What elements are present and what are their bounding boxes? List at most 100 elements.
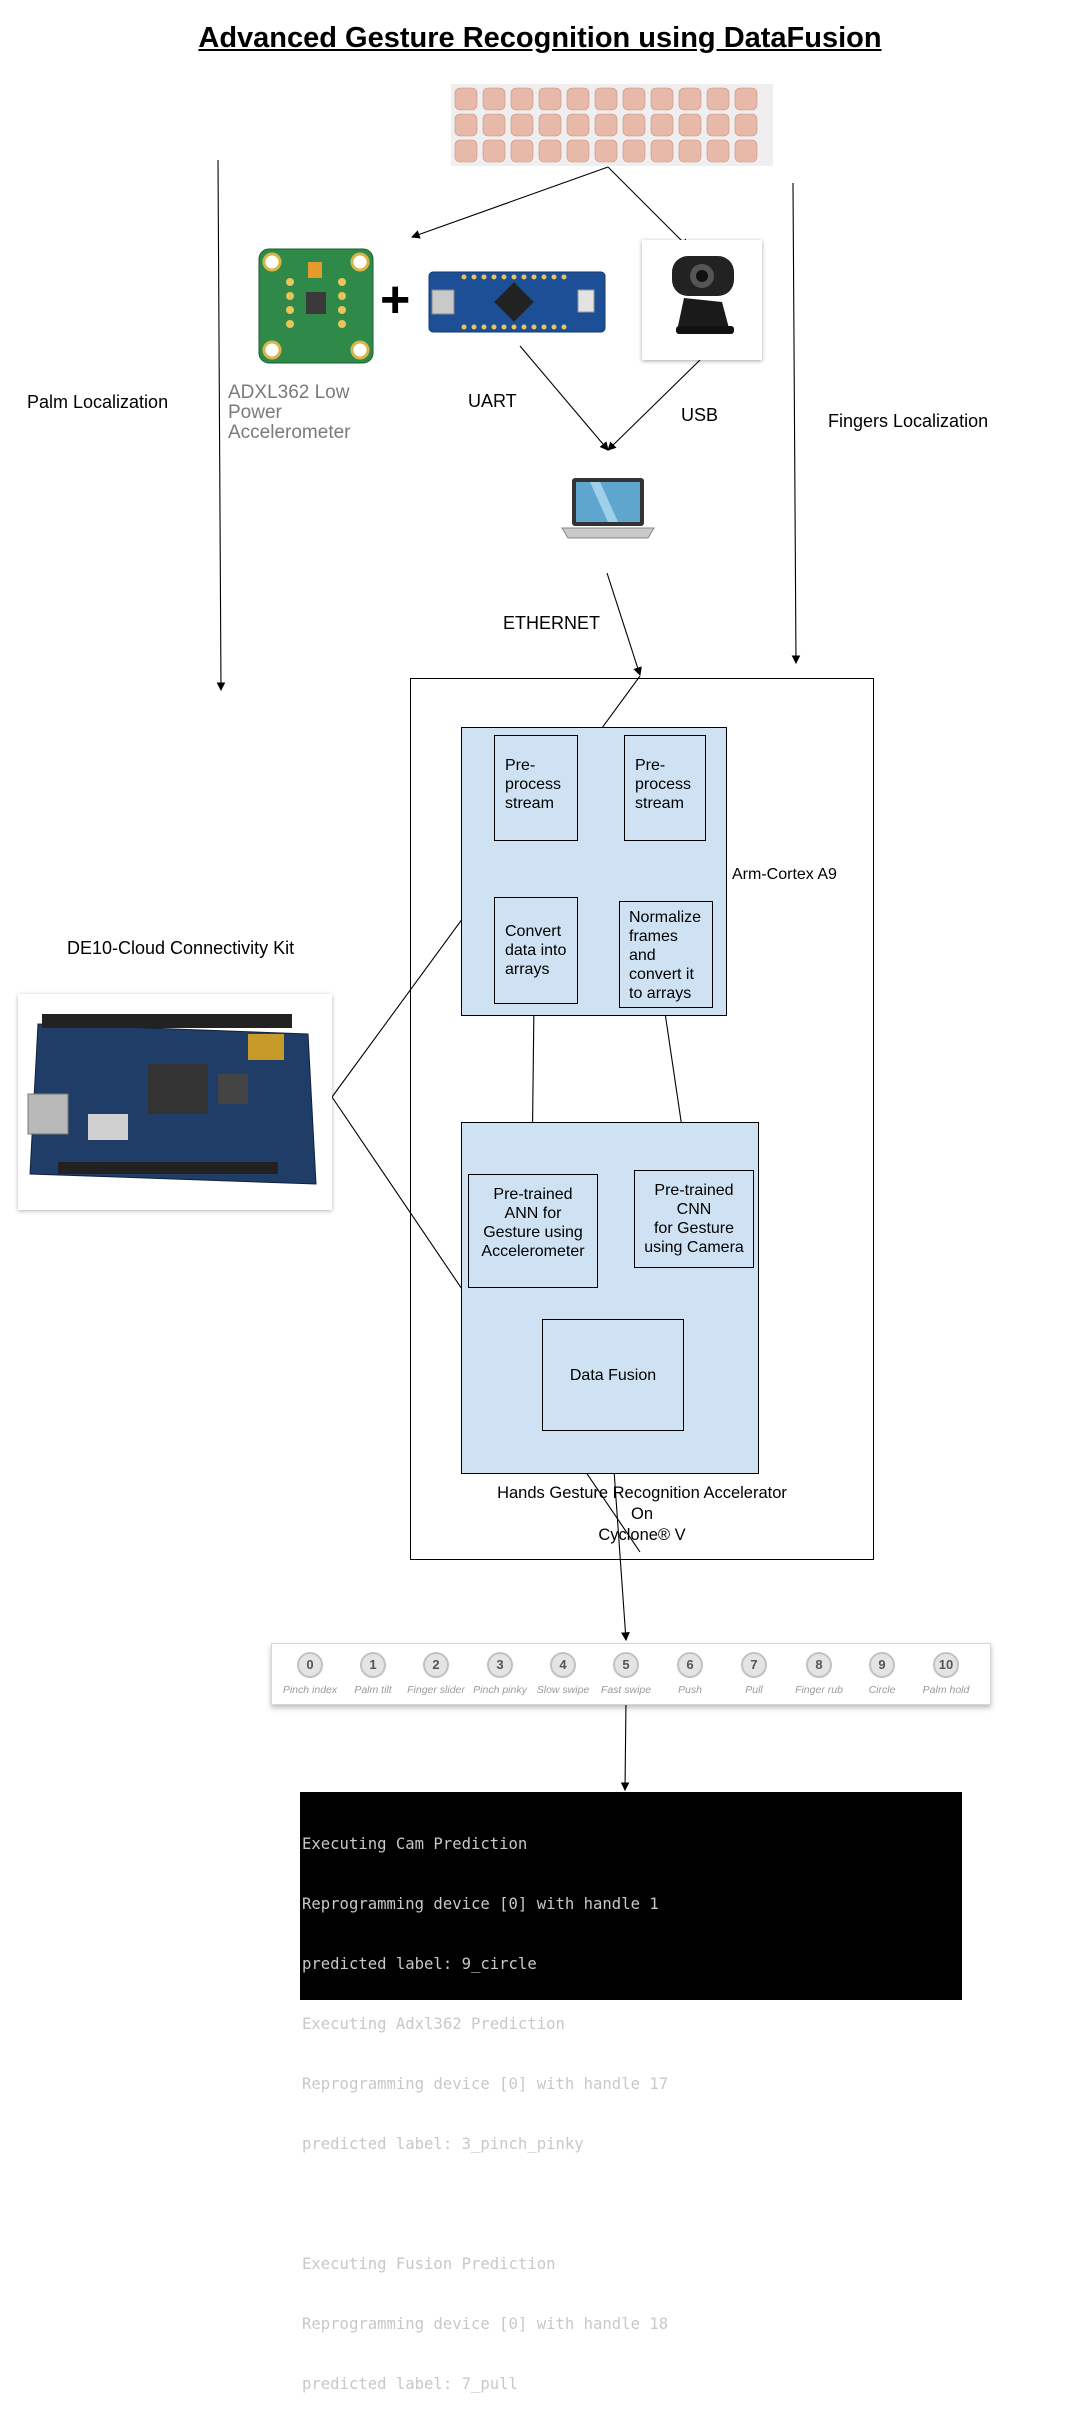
accelerometer-label-line3: Accelerometer [228,422,351,443]
gesture-photos-image [451,84,773,166]
normalize-line3: and [629,947,656,964]
arrow-to-camera [607,166,689,248]
preprocess-2-line3: stream [635,795,684,812]
gesture-number: 3 [487,1652,513,1678]
gesture-name: Pull [745,1684,763,1696]
terminal-line: Reprogramming device [0] with handle 1 [302,1895,659,1913]
gesture-name: Finger slider [407,1684,465,1696]
preprocess-1-line1: Pre- [505,757,536,774]
terminal-line [302,2194,962,2214]
gesture-number: 5 [613,1652,639,1678]
normalize-line5: to arrays [629,985,692,1002]
plus-sign: + [380,271,411,329]
ann-line1: Pre-trained [493,1186,573,1203]
ethernet-label: ETHERNET [503,613,601,633]
convert-line1: Convert [505,923,562,940]
gesture-name: Pinch index [282,1684,338,1696]
accelerator-caption-line3: Cyclone® V [598,1526,686,1544]
cnn-line3: for Gesture [653,1220,735,1237]
accelerometer-label: ADXL362 Low Power Accelerometer [228,383,351,443]
preprocess-1-line2: process [505,776,562,793]
laptop-icon [560,476,656,546]
normalize-line4: convert it [629,966,694,983]
usb-label: USB [681,405,719,425]
arrow-palm [216,159,226,692]
ann-line4: Accelerometer [481,1243,585,1260]
arrow-fingers [791,182,801,665]
gesture-name: Pinch pinky [473,1684,527,1696]
gesture-number: 8 [806,1652,832,1678]
convert-line2: data into [505,942,567,959]
terminal-line: Executing Cam Prediction [302,1835,528,1853]
gesture-number: 6 [677,1652,703,1678]
gesture-name: Palm hold [922,1684,970,1696]
normalize-box: Normalize frames and convert it to array… [619,901,713,1008]
fpga-accelerator-region [461,1122,759,1474]
preprocess-2-line1: Pre- [635,757,666,774]
normalize-line1: Normalize [629,909,702,926]
normalize-line2: frames [629,928,678,945]
gesture-name: Fast swipe [600,1684,652,1696]
arm-cortex-region [461,727,727,1016]
arrow-to-accel [410,166,609,239]
preprocess-box-2: Pre- process stream [624,735,706,841]
convert-box: Convert data into arrays [494,897,578,1004]
de10-label: DE10-Cloud Connectivity Kit [67,938,295,958]
gesture-number: 7 [741,1652,767,1678]
terminal-line: Reprogramming device [0] with handle 18 [302,2315,669,2333]
accelerator-boundary [410,678,874,1560]
gesture-name: Push [678,1684,702,1696]
accelerator-caption-line2: On [630,1505,653,1523]
cnn-line2: CNN [676,1201,712,1218]
arduino-nano-image [428,268,606,336]
gesture-name: Circle [868,1684,896,1696]
gesture-name: Finger rub [795,1684,843,1696]
accelerator-caption: Hands Gesture Recognition Accelerator On… [432,1483,852,1546]
terminal-line: Reprogramming device [0] with handle 17 [302,2075,669,2093]
gesture-number: 1 [360,1652,386,1678]
cnn-line1: Pre-trained [654,1182,734,1199]
accelerometer-label-line1: ADXL362 Low [228,382,350,403]
data-fusion-box: Data Fusion [542,1319,684,1431]
gesture-name: Slow swipe [536,1684,590,1696]
fingers-localization-label: Fingers Localization [828,411,989,431]
line-uart [519,345,609,451]
data-fusion-label: Data Fusion [569,1367,657,1384]
uart-label: UART [468,391,517,411]
gesture-number: 9 [869,1652,895,1678]
terminal-line: predicted label: 7_pull [302,2375,518,2393]
terminal-line: Executing Fusion Prediction [302,2255,556,2273]
diagram-title: Advanced Gesture Recognition using DataF… [198,22,882,54]
arrow-ethernet [606,572,642,677]
de10-board-image [18,994,332,1210]
accelerator-caption-line1: Hands Gesture Recognition Accelerator [497,1484,787,1502]
terminal-line: Executing Adxl362 Prediction [302,2015,565,2033]
gesture-number: 2 [423,1652,449,1678]
terminal-output: Executing Cam Prediction Reprogramming d… [300,1792,962,2393]
terminal-line: predicted label: 9_circle [302,1955,537,1973]
terminal-line: predicted label: 3_pinch_pinky [302,2135,584,2153]
preprocess-2-line2: process [635,776,692,793]
webcam-image [642,240,762,360]
arm-cortex-label: Arm-Cortex A9 [732,866,837,883]
gesture-number: 4 [550,1652,576,1678]
gesture-number: 10 [933,1652,959,1678]
cnn-box: Pre-trained CNN for Gesture using Camera [634,1170,754,1268]
preprocess-1-line3: stream [505,795,554,812]
convert-line3: arrays [505,961,550,978]
preprocess-box-1: Pre- process stream [494,735,578,841]
accelerometer-label-line2: Power [228,402,282,423]
adxl362-board-image [258,248,374,364]
arrow-gestures-terminal [620,1699,630,1792]
